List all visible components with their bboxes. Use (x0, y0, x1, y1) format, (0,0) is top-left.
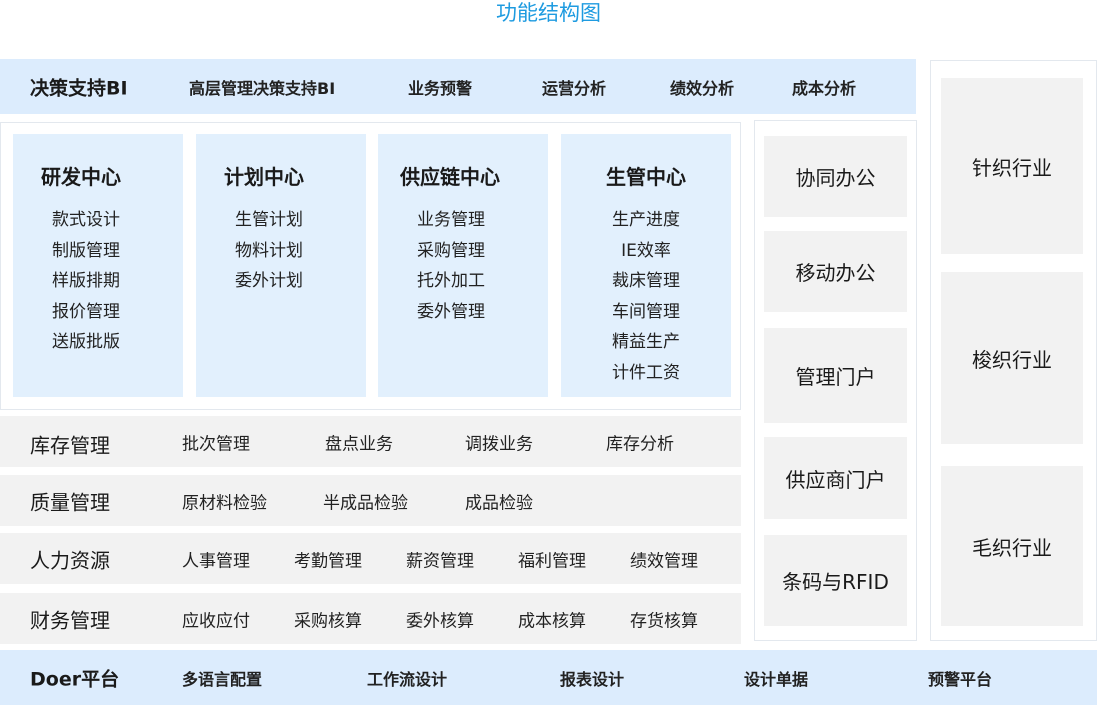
module-row: 质量管理 原材料检验 半成品检验 成品检验 (0, 475, 741, 526)
center-card: 研发中心 款式设计 制版管理 样版排期 报价管理 送版批版 (13, 134, 183, 397)
row-label: 人力资源 (30, 548, 110, 572)
row-item: 半成品检验 (323, 493, 408, 513)
row-item: 采购核算 (294, 611, 362, 631)
center-title: 供应链中心 (400, 165, 500, 189)
platform-item: 工作流设计 (367, 669, 448, 689)
center-item: 计件工资 (612, 362, 680, 383)
platform-item: 设计单据 (744, 669, 809, 689)
center-item: 采购管理 (417, 240, 485, 261)
row-item: 薪资管理 (406, 551, 474, 571)
row-item: 调拨业务 (465, 434, 533, 454)
bi-item: 业务预警 (408, 78, 473, 98)
center-title: 计划中心 (224, 165, 304, 189)
industry-card: 针织行业 (941, 78, 1083, 254)
office-card: 移动办公 (764, 231, 907, 312)
module-row: 人力资源 人事管理 考勤管理 薪资管理 福利管理 绩效管理 (0, 533, 741, 584)
center-item: 款式设计 (52, 210, 120, 230)
center-item: 委外管理 (417, 301, 485, 322)
center-item: IE效率 (621, 240, 671, 261)
bi-item: 成本分析 (792, 78, 857, 98)
center-item: 裁床管理 (612, 271, 680, 292)
center-item: 精益生产 (612, 332, 680, 353)
platform-band: Doer平台 多语言配置 工作流设计 报表设计 设计单据 预警平台 (0, 650, 1097, 705)
platform-item: 多语言配置 (182, 669, 263, 689)
row-item: 福利管理 (518, 551, 586, 571)
platform-item: 预警平台 (928, 669, 993, 689)
center-item: 生管计划 (235, 210, 303, 230)
diagram-title: 功能结构图 (496, 1, 601, 25)
center-item: 托外加工 (417, 271, 485, 292)
row-item: 绩效管理 (630, 551, 698, 571)
row-item: 人事管理 (182, 551, 250, 571)
row-item: 考勤管理 (294, 551, 362, 571)
row-label: 财务管理 (30, 608, 110, 632)
office-card: 协同办公 (764, 136, 907, 217)
row-item: 存货核算 (630, 611, 698, 631)
bi-item: 绩效分析 (670, 78, 735, 98)
bi-label: 决策支持BI (30, 77, 128, 99)
module-row: 库存管理 批次管理 盘点业务 调拨业务 库存分析 (0, 416, 741, 467)
bi-item: 高层管理决策支持BI (189, 78, 336, 98)
center-title: 研发中心 (41, 165, 121, 189)
row-item: 库存分析 (606, 434, 674, 454)
row-item: 成品检验 (465, 493, 533, 513)
center-item: 委外计划 (235, 271, 303, 292)
row-item: 批次管理 (182, 434, 250, 454)
center-item: 报价管理 (52, 301, 120, 322)
center-item: 制版管理 (52, 240, 120, 261)
center-card: 生管中心 生产进度 IE效率 裁床管理 车间管理 精益生产 计件工资 (561, 134, 731, 397)
row-item: 原材料检验 (182, 493, 267, 513)
center-item: 送版批版 (52, 332, 120, 353)
bi-band: 决策支持BI 高层管理决策支持BI 业务预警 运营分析 绩效分析 成本分析 (0, 59, 916, 114)
row-label: 库存管理 (30, 433, 110, 458)
module-row: 财务管理 应收应付 采购核算 委外核算 成本核算 存货核算 (0, 593, 741, 644)
platform-label: Doer平台 (30, 668, 120, 690)
center-item: 车间管理 (612, 301, 680, 322)
office-card: 供应商门户 (764, 437, 907, 519)
center-title: 生管中心 (606, 165, 686, 189)
office-card: 条码与RFID (764, 535, 907, 626)
center-item: 生产进度 (612, 210, 680, 230)
center-item: 业务管理 (417, 210, 485, 230)
industry-card: 毛织行业 (941, 466, 1083, 626)
row-item: 盘点业务 (325, 434, 393, 454)
center-card: 供应链中心 业务管理 采购管理 托外加工 委外管理 (378, 134, 548, 397)
office-card: 管理门户 (764, 328, 907, 423)
row-label: 质量管理 (30, 490, 110, 514)
row-item: 委外核算 (406, 611, 474, 631)
center-card: 计划中心 生管计划 物料计划 委外计划 (196, 134, 366, 397)
row-item: 成本核算 (518, 611, 586, 631)
center-item: 物料计划 (235, 240, 303, 261)
row-item: 应收应付 (182, 611, 250, 631)
platform-item: 报表设计 (560, 669, 625, 689)
industry-card: 梭织行业 (941, 272, 1083, 444)
center-item: 样版排期 (52, 271, 120, 292)
bi-item: 运营分析 (542, 78, 607, 98)
